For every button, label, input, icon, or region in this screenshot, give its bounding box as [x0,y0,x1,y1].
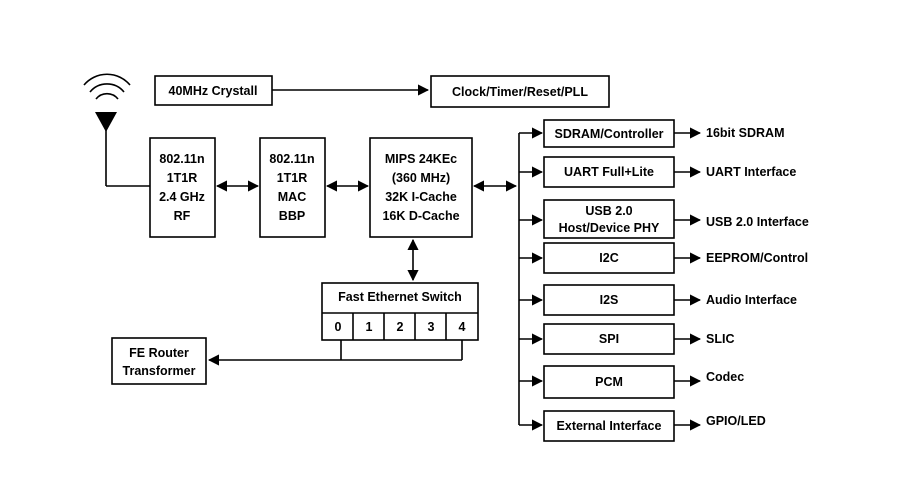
antenna-icon [83,73,150,187]
cpu-line: 16K D-Cache [382,209,459,223]
peripheral-sdram: SDRAM/Controller 16bit SDRAM [519,119,784,148]
peripheral-label: External Interface [557,419,662,433]
peripheral-output: GPIO/LED [706,414,766,428]
peripheral-label: Host/Device PHY [559,221,660,235]
rf-line: 1T1R [167,171,198,185]
rf-line: RF [174,209,191,223]
switch-port: 4 [459,320,466,334]
peripheral-spi: SPI SLIC [519,323,734,355]
peripheral-label: UART Full+Lite [564,165,654,179]
fe-router-line: FE Router [129,346,189,360]
peripheral-output: Codec [706,370,744,384]
peripheral-label: USB 2.0 [585,204,632,218]
fe-router-block: FE Router Transformer [111,337,207,385]
crystal-block: 40MHz Crystall [154,75,273,106]
cpu-line: 32K I-Cache [385,190,457,204]
mac-line: 1T1R [277,171,308,185]
cpu-line: (360 MHz) [392,171,450,185]
switch-title: Fast Ethernet Switch [338,290,462,304]
peripheral-output: USB 2.0 Interface [706,215,809,229]
ports-to-router-lines [207,340,463,366]
mac-line: BBP [279,209,305,223]
peripheral-output: SLIC [706,332,734,346]
crystal-label: 40MHz Crystall [169,84,258,98]
clock-block: Clock/Timer/Reset/PLL [430,75,610,108]
rf-block: 802.11n 1T1R 2.4 GHz RF [149,137,216,238]
switch-port: 1 [366,320,373,334]
fe-router-line: Transformer [123,364,196,378]
peripheral-usb: USB 2.0 Host/Device PHY USB 2.0 Interfac… [519,199,809,239]
peripheral-output: Audio Interface [706,293,797,307]
peripheral-external: External Interface GPIO/LED [519,410,766,442]
peripheral-pcm: PCM Codec [519,365,744,399]
peripheral-label: SDRAM/Controller [554,127,663,141]
peripheral-output: 16bit SDRAM [706,126,784,140]
switch-port: 2 [397,320,404,334]
mac-block: 802.11n 1T1R MAC BBP [259,137,326,238]
peripheral-label: I2C [599,251,618,265]
switch-port: 3 [428,320,435,334]
peripheral-label: PCM [595,375,623,389]
mac-line: MAC [278,190,306,204]
peripheral-output: UART Interface [706,165,796,179]
peripheral-output: EEPROM/Control [706,251,808,265]
ethernet-switch-block: Fast Ethernet Switch 0 1 2 3 4 [321,282,479,341]
peripheral-uart: UART Full+Lite UART Interface [519,156,796,188]
clock-label: Clock/Timer/Reset/PLL [452,85,588,99]
rf-line: 802.11n [159,152,204,166]
cpu-line: MIPS 24KEc [385,152,457,166]
cpu-block: MIPS 24KEc (360 MHz) 32K I-Cache 16K D-C… [369,137,473,238]
switch-port: 0 [335,320,342,334]
rf-line: 2.4 GHz [159,190,205,204]
mac-line: 802.11n [269,152,314,166]
peripheral-label: SPI [599,332,619,346]
peripheral-label: I2S [600,293,619,307]
peripheral-i2c: I2C EEPROM/Control [519,242,808,274]
peripheral-i2s: I2S Audio Interface [519,284,797,316]
